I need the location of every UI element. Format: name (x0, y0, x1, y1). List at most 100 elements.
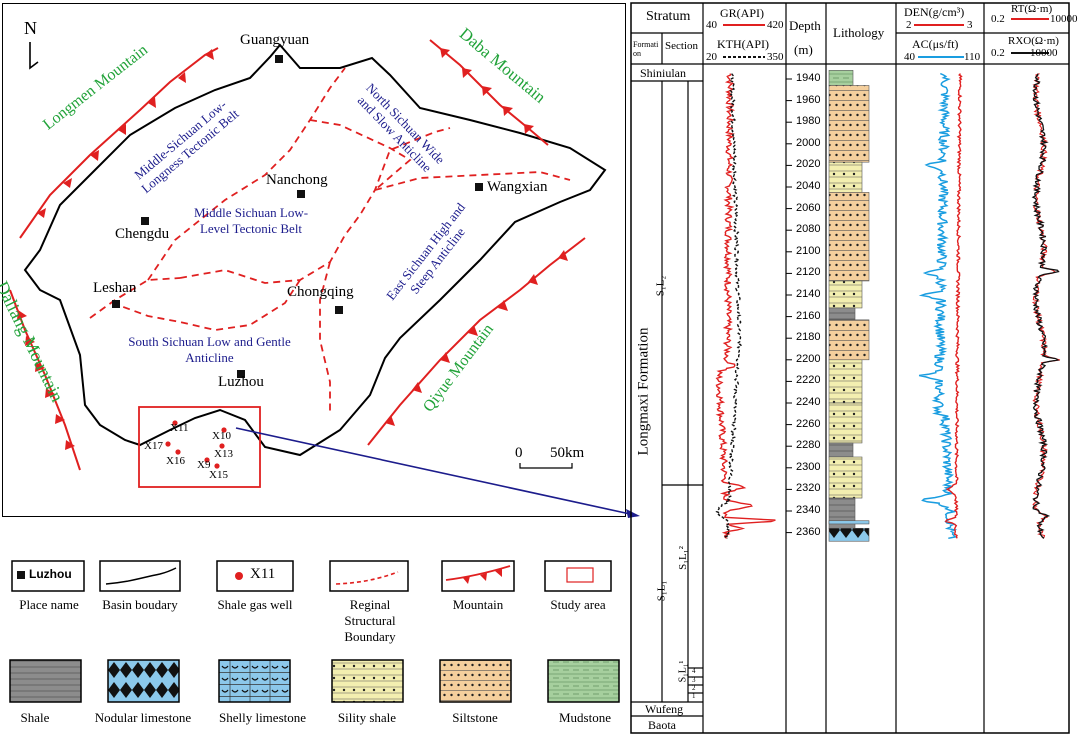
log-curve (944, 73, 963, 539)
header-gr-min: 40 (706, 19, 717, 31)
place-nanchong: Nanchong (266, 172, 328, 188)
header-lithology: Lithology (833, 25, 885, 40)
subunit-1: 1 (692, 692, 696, 700)
lithology-layer (828, 442, 854, 458)
legend-study-area: Study area (550, 597, 606, 612)
header-gr-max: 420 (767, 19, 784, 31)
log-curve (715, 73, 776, 539)
legend-siltstone: Siltstone (452, 710, 498, 725)
header-kth-max: 350 (767, 51, 784, 63)
subunit-3: 3 (692, 676, 696, 684)
legend-sample-place: Luzhou (29, 567, 72, 581)
formation-shiniulan: Shiniulan (640, 66, 687, 80)
place-leshan: Leshan (93, 280, 137, 296)
lithology-column (828, 70, 870, 542)
depth-label: 2200 (796, 352, 821, 365)
connecting-arrow (235, 427, 631, 515)
structural-boundaries (89, 67, 571, 415)
header-rxo-min: 0.2 (991, 47, 1005, 59)
legend-sility-shale: Sility shale (337, 710, 397, 725)
arrow-head-icon (626, 509, 640, 518)
log-frame (630, 2, 1070, 734)
section-s1l1: S₁L₁ (655, 580, 668, 602)
header-ac-min: 40 (904, 51, 915, 63)
shale-gas-wells (165, 420, 227, 469)
depth-label: 2220 (796, 374, 821, 387)
depth-label: 2100 (796, 244, 821, 257)
depth-label: 1940 (796, 72, 821, 84)
lithology-layer (828, 456, 863, 499)
north-label: N (24, 18, 37, 38)
well-x16: X16 (166, 455, 185, 467)
well-x10: X10 (212, 430, 231, 442)
header-ac-max: 110 (964, 51, 981, 63)
lithology-layer (828, 307, 856, 321)
header-rxo-max: 10000 (1030, 47, 1058, 59)
depth-label: 2060 (796, 201, 821, 214)
depth-label: 2340 (796, 504, 821, 516)
depth-label: 2020 (796, 158, 821, 171)
depth-label: 2360 (796, 525, 821, 538)
lithology-layer (828, 359, 863, 404)
header-stratum: Stratum (646, 9, 691, 24)
legend-shale: Shale (20, 710, 50, 725)
lithology-layer (828, 192, 870, 282)
header-depth-unit: (m) (794, 42, 813, 57)
lithology-layer (828, 402, 863, 444)
depth-label: 2080 (796, 223, 821, 236)
mountain-lines (9, 39, 586, 471)
formation-longmaxi: Longmaxi Formation (635, 327, 652, 456)
depth-label: 2260 (796, 417, 821, 430)
formation-wufeng: Wufeng (645, 702, 684, 716)
place-guangyuan: Guangyuan (240, 32, 310, 48)
log-curves (715, 72, 1061, 540)
legend-place-name: Place name (19, 597, 79, 612)
log-curve (1031, 73, 1060, 539)
header-gr: GR(API) (720, 6, 764, 20)
depth-label: 2280 (796, 439, 821, 452)
header-section: Section (665, 40, 698, 52)
header-kth-min: 20 (706, 51, 717, 63)
depth-ticks (786, 78, 792, 534)
basin-boundary (23, 43, 607, 457)
well-x13: X13 (214, 448, 233, 460)
legend-mountain: Mountain (452, 597, 504, 612)
depth-label: 2040 (796, 180, 821, 192)
depth-label: 1980 (796, 115, 821, 128)
place-wangxian: Wangxian (487, 179, 548, 195)
section-s1l1-2: S₁L₁² (676, 546, 689, 570)
header-den-min: 2 (906, 19, 912, 31)
belt-middle-low-level: Middle Sichuan Low-Level Tectonic Belt (193, 205, 309, 236)
legend-structural-boundary: Reginal Structural Boundary (344, 597, 396, 644)
well-x11: X11 (170, 422, 189, 434)
place-luzhou: Luzhou (218, 374, 264, 390)
header-formation: Formation (633, 40, 659, 58)
north-arrow-icon (29, 42, 39, 70)
map-panel (2, 3, 626, 517)
legend-basin-boundary: Basin boudary (102, 597, 178, 612)
subunit-4: 4 (692, 667, 696, 675)
header-rt: RT(Ω·m) (1011, 3, 1053, 15)
section-s1l1-1: S₁L₁¹ (677, 660, 689, 683)
header-scale-lines (723, 18, 1049, 58)
depth-label: 2140 (796, 288, 821, 300)
header-den-max: 3 (967, 19, 973, 31)
depth-label: 2300 (796, 460, 821, 473)
lithology-layer (828, 70, 854, 86)
study-area-box (138, 406, 261, 488)
legend-nodular-limestone: Nodular limestone (94, 710, 192, 725)
legend-shale-gas-well: Shale gas well (217, 597, 293, 612)
well-x9: X9 (197, 459, 211, 471)
lithology-layer (828, 319, 870, 361)
section-s1l2: S₁L₂ (654, 275, 667, 297)
depth-label: 1960 (796, 93, 821, 106)
belt-south-low: South Sichuan Low and Gentle Anticline (128, 334, 291, 365)
legend-shelly-limestone: Shelly limestone (218, 710, 307, 725)
depth-label: 2240 (796, 396, 821, 408)
depth-label: 2320 (796, 482, 821, 495)
depth-label: 2000 (796, 136, 821, 149)
log-curve (715, 73, 743, 539)
header-ac: AC(μs/ft) (912, 37, 959, 51)
depth-label: 2180 (796, 331, 821, 344)
